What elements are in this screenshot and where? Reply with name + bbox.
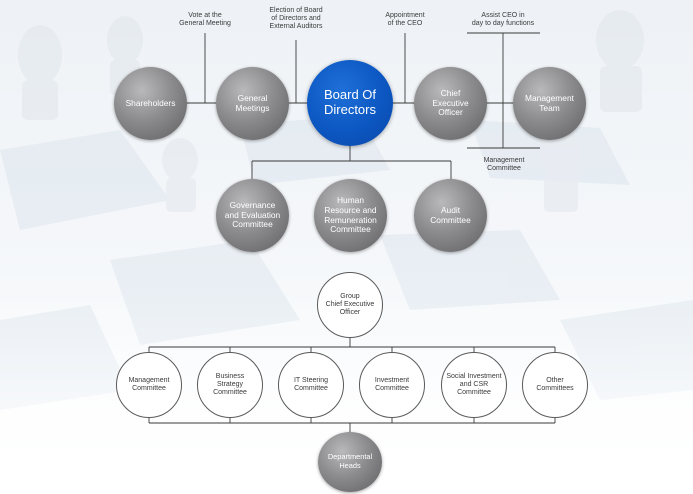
node-shareholders: Shareholders bbox=[114, 67, 187, 140]
node-label: Other Committees bbox=[536, 376, 574, 392]
node-label: Social Investment and CSR Committee bbox=[446, 372, 502, 397]
node-departmental-heads: Departmental Heads bbox=[318, 432, 382, 492]
node-label: Business Strategy Committee bbox=[213, 372, 247, 397]
node-management-committee: Management Committee bbox=[116, 352, 182, 418]
node-label: Board Of Directors bbox=[323, 87, 377, 117]
node-label: General Meetings bbox=[235, 92, 270, 113]
node-csr-committee: Social Investment and CSR Committee bbox=[441, 352, 507, 418]
node-label: Human Resource and Remuneration Committe… bbox=[324, 195, 377, 235]
node-it-steering-committee: IT Steering Committee bbox=[278, 352, 344, 418]
note-election: Election of Board of Directors and Exter… bbox=[269, 7, 323, 31]
note-vote: Vote at the General Meeting bbox=[179, 12, 231, 28]
node-label: Management Committee bbox=[128, 376, 170, 392]
note-assist: Assist CEO in day to day functions bbox=[471, 12, 535, 28]
node-board-of-directors: Board Of Directors bbox=[307, 60, 393, 146]
node-label: Investment Committee bbox=[374, 376, 410, 392]
node-business-strategy-committee: Business Strategy Committee bbox=[197, 352, 263, 418]
node-label: Governance and Evaluation Committee bbox=[224, 200, 281, 230]
note-management-committee: Management Committee bbox=[483, 157, 525, 173]
node-audit-committee: Audit Committee bbox=[414, 179, 487, 252]
node-label: Departmental Heads bbox=[327, 452, 373, 470]
node-label: IT Steering Committee bbox=[293, 376, 329, 392]
node-general-meetings: General Meetings bbox=[216, 67, 289, 140]
note-appointment: Appointment of the CEO bbox=[385, 12, 425, 28]
node-chief-executive-officer: Chief Executive Officer bbox=[414, 67, 487, 140]
node-label: Audit Committee bbox=[430, 204, 471, 225]
node-label: Management Team bbox=[525, 92, 574, 113]
node-hr-committee: Human Resource and Remuneration Committe… bbox=[314, 179, 387, 252]
node-other-committees: Other Committees bbox=[522, 352, 588, 418]
node-label: Shareholders bbox=[125, 97, 176, 108]
node-label: Group Chief Executive Officer bbox=[325, 292, 375, 317]
node-group-ceo: Group Chief Executive Officer bbox=[317, 272, 383, 338]
node-management-team: Management Team bbox=[513, 67, 586, 140]
node-investment-committee: Investment Committee bbox=[359, 352, 425, 418]
node-label: Chief Executive Officer bbox=[432, 88, 469, 118]
node-governance-committee: Governance and Evaluation Committee bbox=[216, 179, 289, 252]
